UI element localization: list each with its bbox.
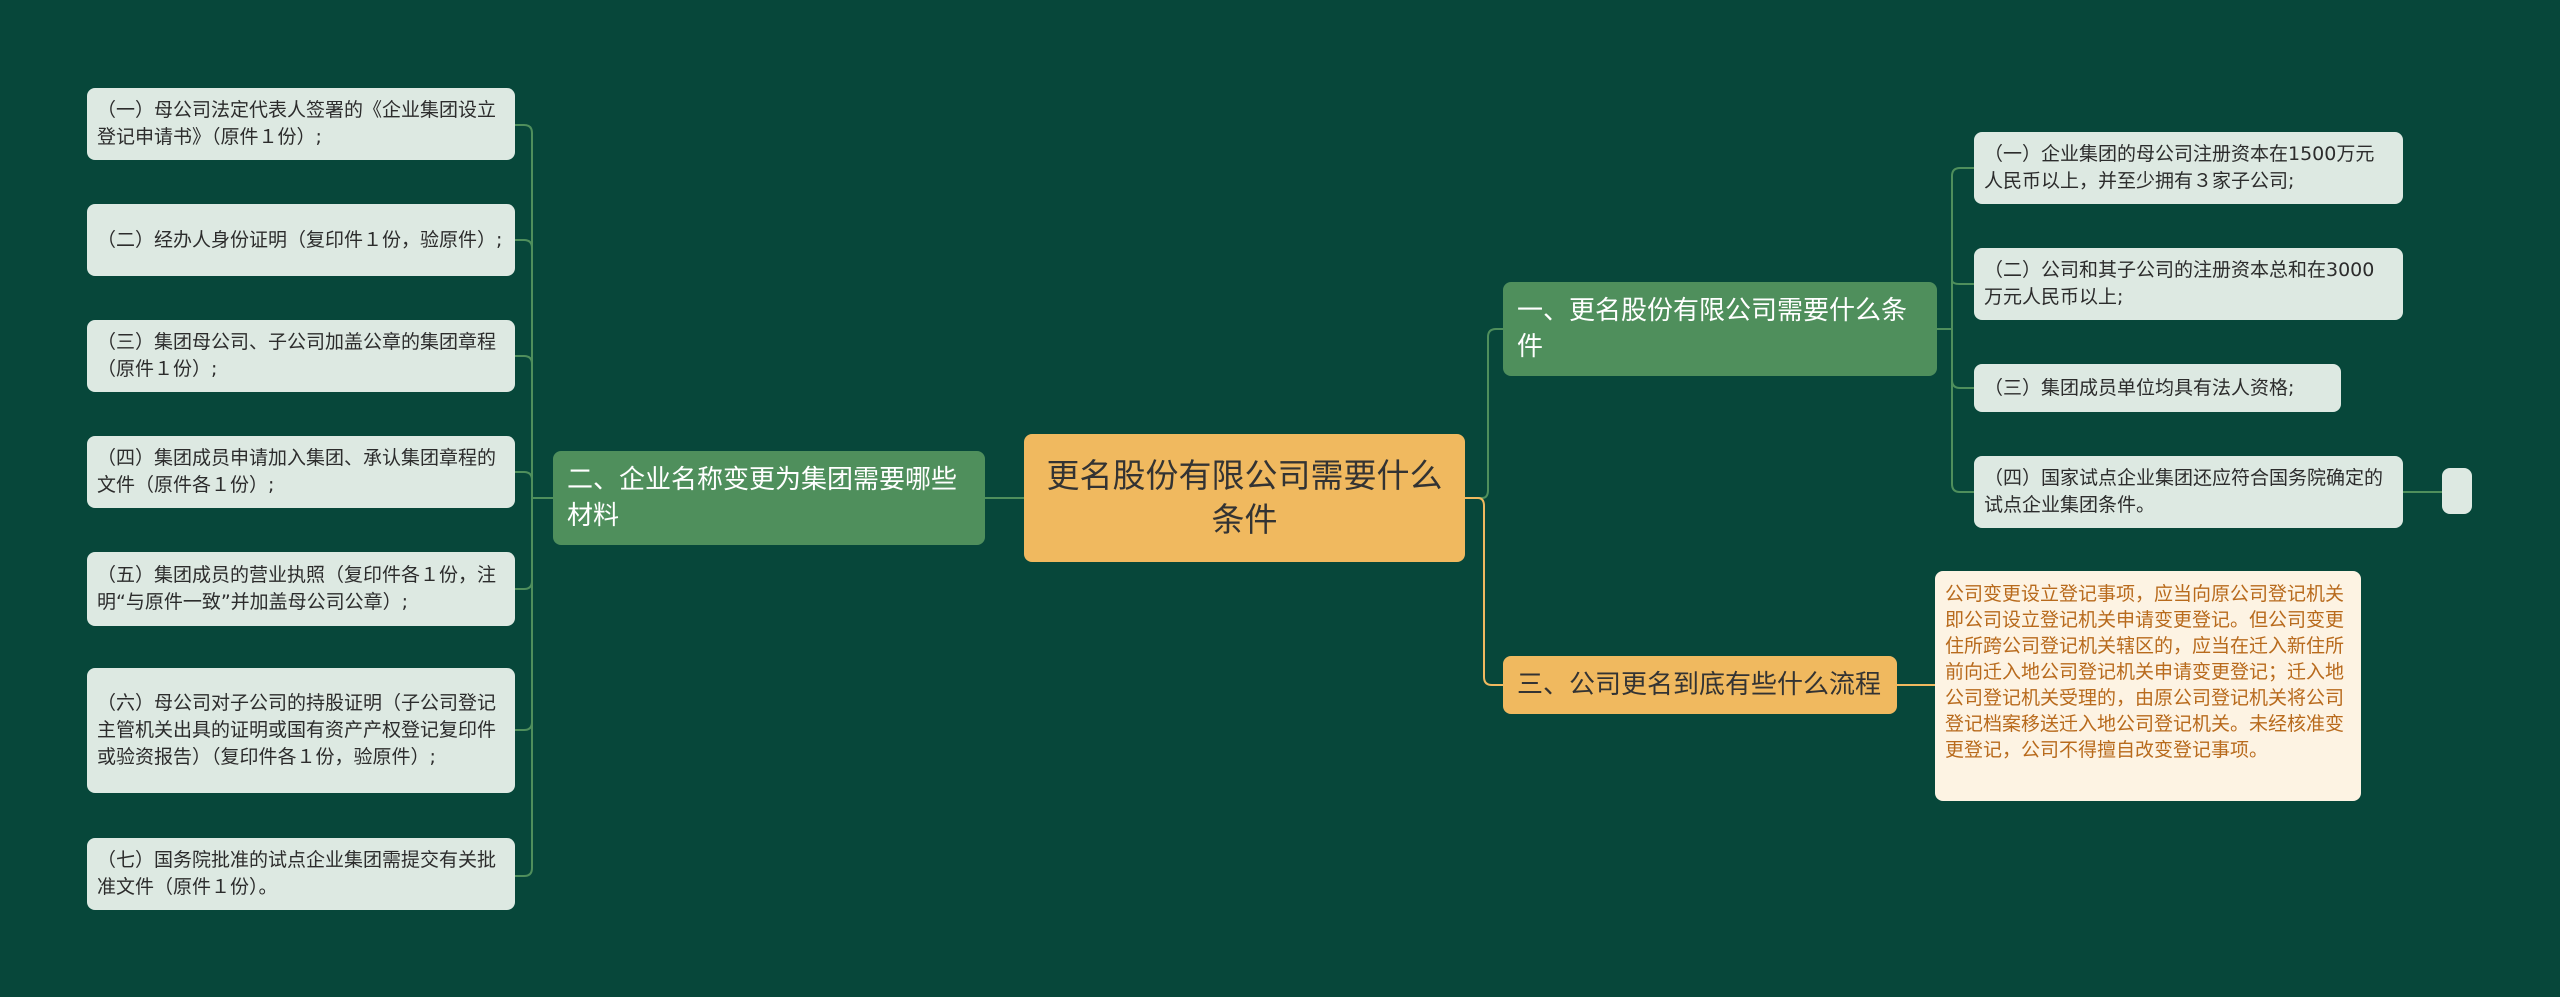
branch-two-item-2[interactable]: （二）经办人身份证明（复印件１份，验原件）; (87, 204, 515, 276)
branch-three-note-text: 公司变更设立登记事项，应当向原公司登记机关即公司设立登记机关申请变更登记。但公司… (1945, 583, 2345, 761)
branch-one-item-2-text: （二）公司和其子公司的注册资本总和在3000万元人民币以上; (1984, 259, 2375, 308)
branch-two-item-5-text: （五）集团成员的营业执照（复印件各１份，注明“与原件一致”并加盖母公司公章）; (97, 564, 497, 613)
branch-one-item-4-text: （四）国家试点企业集团还应符合国务院确定的试点企业集团条件。 (1984, 467, 2384, 516)
branch-two-item-1-text: （一）母公司法定代表人签署的《企业集团设立登记申请书》（原件１份）; (97, 99, 497, 148)
branch-three-topic[interactable]: 三、公司更名到底有些什么流程 (1503, 656, 1897, 714)
branch-two-item-4[interactable]: （四）集团成员申请加入集团、承认集团章程的文件（原件各１份）; (87, 436, 515, 508)
branch-two-item-6-text: （六）母公司对子公司的持股证明（子公司登记主管机关出具的证明或国有资产产权登记复… (97, 692, 497, 768)
branch-two-item-7[interactable]: （七）国务院批准的试点企业集团需提交有关批准文件（原件１份）。 (87, 838, 515, 910)
branch-one-item-3[interactable]: （三）集团成员单位均具有法人资格; (1974, 364, 2341, 412)
root-topic[interactable]: 更名股份有限公司需要什么条件 (1024, 434, 1465, 562)
branch-two-item-3[interactable]: （三）集团母公司、子公司加盖公章的集团章程（原件１份）; (87, 320, 515, 392)
branch-two-item-3-text: （三）集团母公司、子公司加盖公章的集团章程（原件１份）; (97, 331, 497, 380)
branch-three-label: 三、公司更名到底有些什么流程 (1517, 670, 1882, 700)
branch-two-item-2-text: （二）经办人身份证明（复印件１份，验原件）; (97, 228, 503, 251)
branch-two-item-6[interactable]: （六）母公司对子公司的持股证明（子公司登记主管机关出具的证明或国有资产产权登记复… (87, 668, 515, 793)
branch-two-item-4-text: （四）集团成员申请加入集团、承认集团章程的文件（原件各１份）; (97, 447, 497, 496)
connector-root-branch-three (1465, 497, 1503, 686)
branch-one-item-1-text: （一）企业集团的母公司注册资本在1500万元人民币以上，并至少拥有３家子公司; (1984, 143, 2375, 192)
branch-two-item-1[interactable]: （一）母公司法定代表人签署的《企业集团设立登记申请书》（原件１份）; (87, 88, 515, 160)
branch-one-topic[interactable]: 一、更名股份有限公司需要什么条件 (1503, 282, 1937, 376)
empty-child-node[interactable] (2442, 468, 2472, 514)
branch-one-item-2[interactable]: （二）公司和其子公司的注册资本总和在3000万元人民币以上; (1974, 248, 2403, 320)
root-topic-label: 更名股份有限公司需要什么条件 (1046, 456, 1443, 539)
branch-one-label: 一、更名股份有限公司需要什么条件 (1517, 296, 1908, 362)
branch-three-note[interactable]: 公司变更设立登记事项，应当向原公司登记机关即公司设立登记机关申请变更登记。但公司… (1935, 571, 2361, 801)
branch-two-item-7-text: （七）国务院批准的试点企业集团需提交有关批准文件（原件１份）。 (97, 849, 497, 898)
branch-two-label: 二、企业名称变更为集团需要哪些材料 (567, 465, 958, 531)
branch-two-topic[interactable]: 二、企业名称变更为集团需要哪些材料 (553, 451, 985, 545)
branch-two-item-5[interactable]: （五）集团成员的营业执照（复印件各１份，注明“与原件一致”并加盖母公司公章）; (87, 552, 515, 626)
branch-one-item-1[interactable]: （一）企业集团的母公司注册资本在1500万元人民币以上，并至少拥有３家子公司; (1974, 132, 2403, 204)
branch-one-item-3-text: （三）集团成员单位均具有法人资格; (1984, 376, 2295, 399)
branch-one-item-4[interactable]: （四）国家试点企业集团还应符合国务院确定的试点企业集团条件。 (1974, 456, 2403, 528)
connector-root-branch-one (1465, 328, 1503, 499)
